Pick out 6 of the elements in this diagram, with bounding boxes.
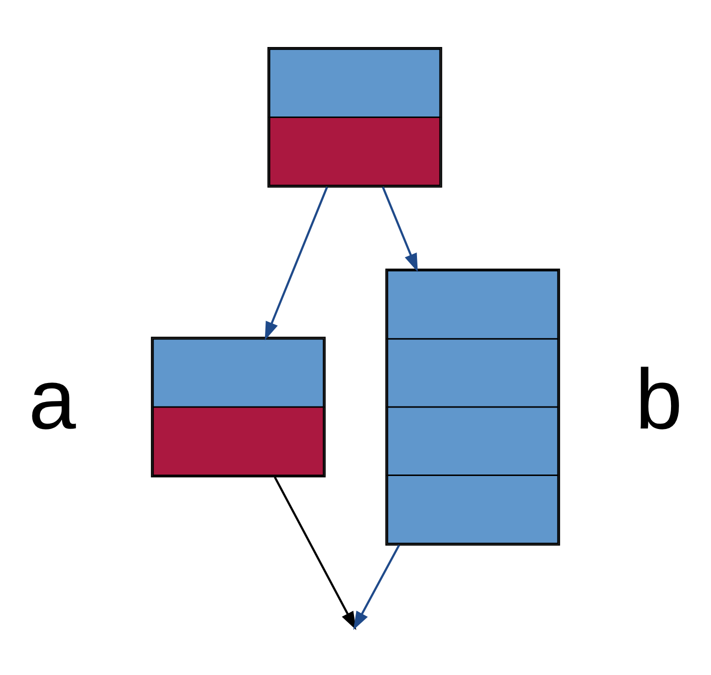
node-label: b (635, 352, 683, 447)
node-label: a (28, 352, 76, 447)
arrow (353, 544, 400, 630)
arrow (264, 186, 328, 340)
arrow (274, 476, 356, 630)
arrow (382, 186, 418, 272)
